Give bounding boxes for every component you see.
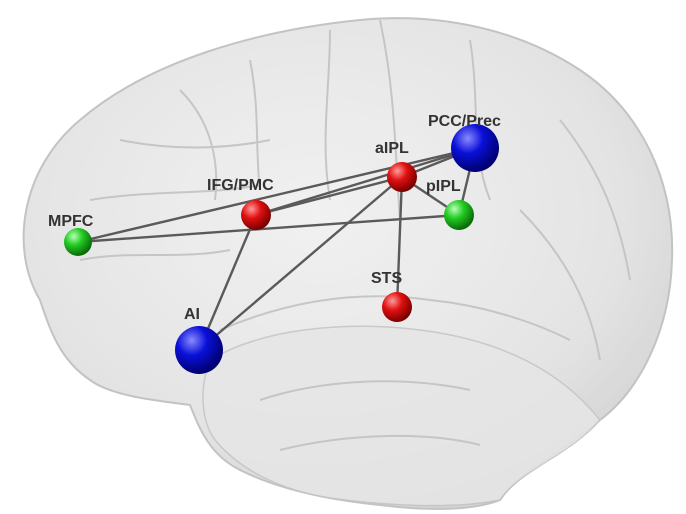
- node-aipl-label: aIPL: [375, 140, 409, 157]
- edge-ifg-aipl: [254, 175, 404, 217]
- node-pcc: PCC/Prec: [428, 113, 501, 172]
- node-pipl-label: pIPL: [426, 178, 461, 195]
- node-aipl-sphere: [387, 162, 417, 192]
- node-ai-sphere: [175, 326, 223, 374]
- node-ai-label: AI: [184, 306, 200, 323]
- node-mpfc: MPFC: [48, 213, 94, 256]
- node-ai: AI: [175, 306, 223, 374]
- node-sts-label: STS: [371, 270, 402, 287]
- sulci: [79, 19, 631, 451]
- node-mpfc-sphere: [64, 228, 92, 256]
- edge-ifg-ai: [197, 213, 258, 352]
- temporal-lobe: [202, 325, 601, 507]
- node-pcc-sphere: [451, 124, 499, 172]
- edge-aipl-ai: [197, 175, 404, 352]
- node-aipl: aIPL: [375, 140, 417, 192]
- node-pcc-label: PCC/Prec: [428, 113, 501, 130]
- node-sts-sphere: [382, 292, 412, 322]
- node-ifg-sphere: [241, 200, 271, 230]
- node-sts: STS: [371, 270, 412, 322]
- edge-mpfc-pipl: [76, 213, 461, 244]
- node-mpfc-label: MPFC: [48, 213, 94, 230]
- edge-ifg-pcc: [254, 146, 477, 217]
- brain-surface: [22, 17, 674, 510]
- node-ifg: IFG/PMC: [207, 177, 274, 230]
- edge-aipl-sts: [395, 175, 404, 309]
- node-ifg-label: IFG/PMC: [207, 177, 274, 194]
- node-pipl-sphere: [444, 200, 474, 230]
- node-pipl: pIPL: [426, 178, 474, 230]
